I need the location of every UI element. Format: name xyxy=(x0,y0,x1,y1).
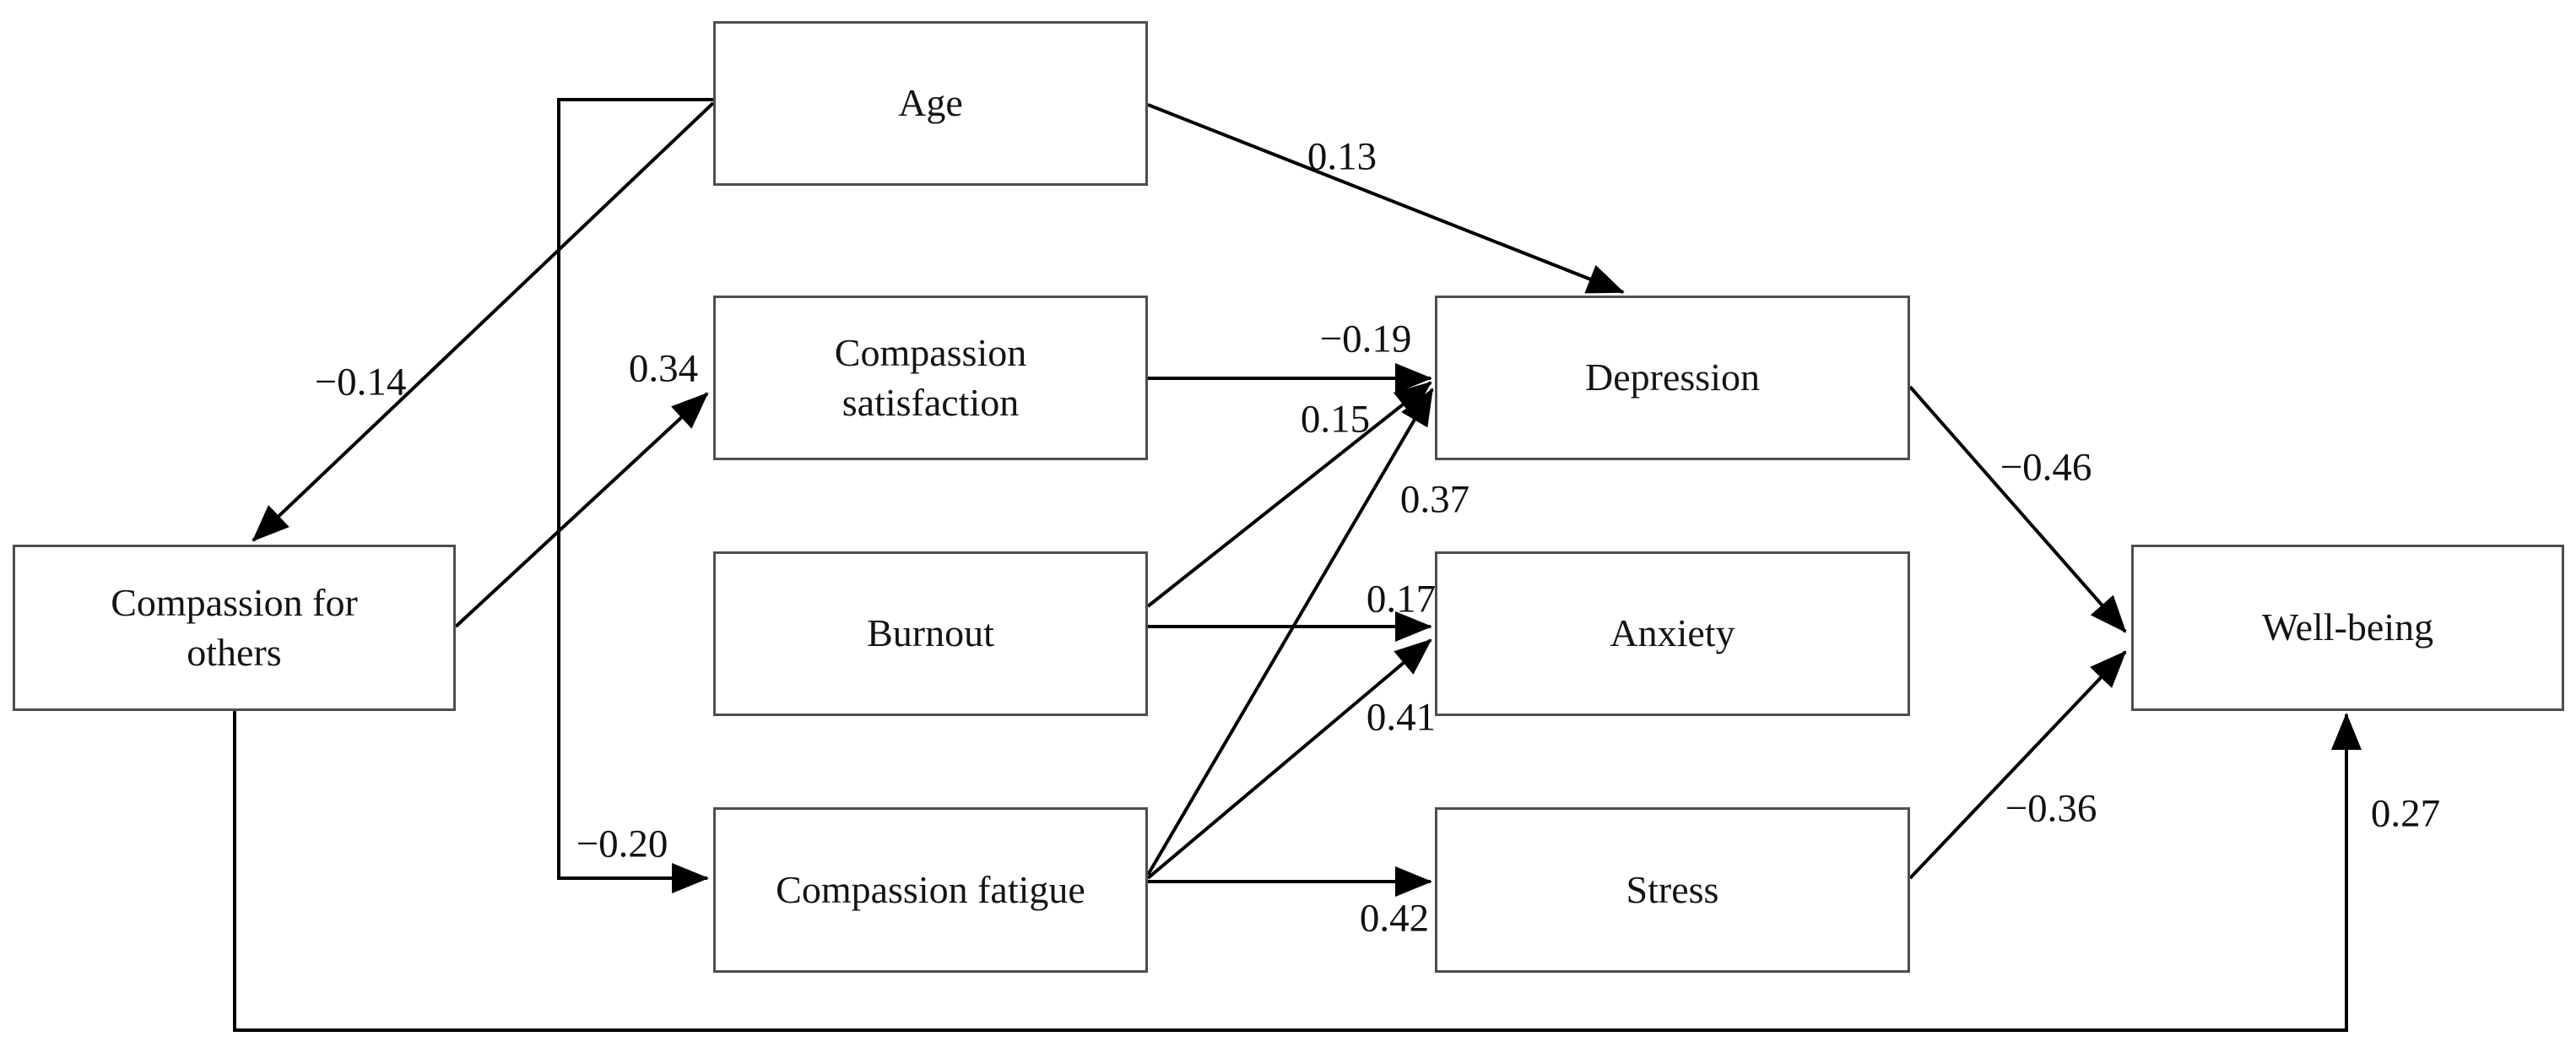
node-stress: Stress xyxy=(1435,807,1910,973)
coef-burnout-to-anxiety: 0.17 xyxy=(1366,577,1437,621)
node-burnout: Burnout xyxy=(713,551,1148,716)
node-burnout-label: Burnout xyxy=(867,611,994,655)
edge-compassion-for-others-to-compassion-satisfaction xyxy=(454,392,709,628)
node-age-label: Age xyxy=(898,81,963,125)
node-anxiety: Anxiety xyxy=(1435,551,1910,716)
edge-age-to-compassion-for-others xyxy=(252,101,715,542)
edge-depression-to-well-being xyxy=(1908,385,2127,633)
node-compassion-for-others-label-line2: others xyxy=(187,630,282,674)
coef-age-to-depression: 0.13 xyxy=(1307,134,1377,179)
edge-compassion-for-others-to-well-being xyxy=(233,711,2362,1032)
node-depression: Depression xyxy=(1435,296,1910,460)
edge-age-to-depression xyxy=(1147,103,1625,294)
node-depression-label: Depression xyxy=(1585,355,1760,399)
edge-compassion-fatigue-to-depression xyxy=(1146,388,1434,876)
coef-compassion-fatigue-to-depression: 0.37 xyxy=(1399,477,1470,522)
node-compassion-for-others: Compassion for others xyxy=(13,545,456,711)
node-compassion-satisfaction-label-line1: Compassion xyxy=(834,330,1027,374)
coef-compassion-for-others-to-compassion-satisfaction: 0.34 xyxy=(628,346,699,391)
coef-compassion-satisfaction-to-depression: −0.19 xyxy=(1319,317,1412,361)
edge-compassion-fatigue-to-anxiety xyxy=(1146,638,1432,880)
edge-burnout-to-depression xyxy=(1146,381,1432,608)
node-compassion-fatigue-label: Compassion fatigue xyxy=(776,867,1085,911)
coef-compassion-for-others-to-well-being: 0.27 xyxy=(2370,791,2441,836)
coef-compassion-fatigue-to-stress: 0.42 xyxy=(1359,896,1430,941)
node-compassion-satisfaction: Compassion satisfaction xyxy=(713,296,1148,460)
node-well-being: Well-being xyxy=(2131,545,2564,711)
coef-burnout-to-depression: 0.15 xyxy=(1300,397,1371,442)
node-anxiety-label: Anxiety xyxy=(1610,611,1735,655)
node-compassion-for-others-label-line1: Compassion for xyxy=(111,580,358,624)
node-stress-label: Stress xyxy=(1626,867,1719,911)
node-age: Age xyxy=(713,21,1148,186)
edge-stress-to-well-being xyxy=(1908,650,2127,880)
node-compassion-satisfaction-label-line2: satisfaction xyxy=(842,380,1020,424)
node-compassion-fatigue: Compassion fatigue xyxy=(713,807,1148,973)
coef-stress-to-well-being: −0.36 xyxy=(2005,786,2097,831)
coef-age-to-compassion-fatigue: −0.20 xyxy=(576,822,668,866)
coef-depression-to-well-being: −0.46 xyxy=(2000,445,2092,490)
coef-age-to-compassion-for-others: −0.14 xyxy=(314,360,407,404)
edge-age-to-compassion-fatigue xyxy=(557,98,713,893)
node-well-being-label: Well-being xyxy=(2261,605,2434,649)
coef-compassion-fatigue-to-anxiety: 0.41 xyxy=(1366,695,1437,740)
